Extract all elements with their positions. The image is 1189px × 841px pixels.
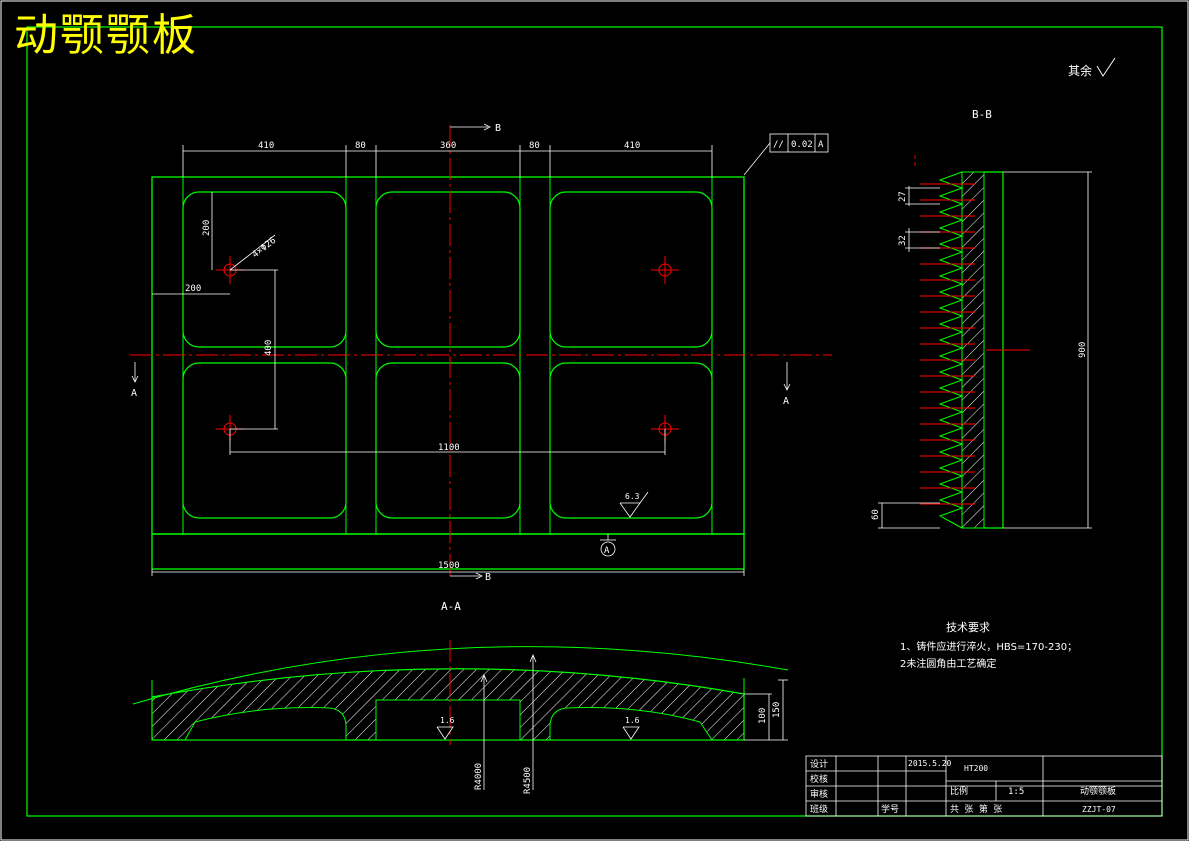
section-mark-a-right: A: [783, 396, 789, 407]
section-aa-view: A-A 100 150 R4000 R4500 1.6 1: [132, 600, 789, 794]
tech-req-line1: 1、铸件应进行淬火，HBS=170-230；: [900, 640, 1077, 653]
technical-requirements: 技术要求 1、铸件应进行淬火，HBS=170-230； 2未注圆角由工艺确定: [900, 621, 1077, 670]
tb-class-label: 班级: [810, 803, 828, 815]
tb-student-no-label: 学号: [881, 803, 899, 815]
tb-part-name: 动颚颚板: [1080, 785, 1116, 797]
roughness-right: 1.6: [625, 716, 640, 725]
dim-bb-27: 27: [898, 191, 908, 202]
dim-v-400: 400: [264, 340, 274, 356]
title-block: [805, 755, 1163, 817]
datum-label: A: [604, 546, 610, 556]
roughness-main: 6.3: [625, 492, 640, 501]
dim-top-80-right: 80: [529, 141, 540, 151]
tb-design-label: 设计: [810, 758, 828, 770]
tech-req-line2: 2未注圆角由工艺确定: [900, 657, 996, 670]
dim-top-410-left: 410: [258, 141, 274, 151]
tolerance-symbol: //: [773, 140, 784, 150]
tb-sheet-text: 共 张 第 张: [950, 803, 1002, 815]
hole-marks: [216, 256, 679, 443]
front-view: 410 80 360 80 410 200 200 4×Φ26 400 1100…: [130, 123, 832, 583]
view-aa-label: A-A: [441, 600, 461, 613]
dim-aa-r4500: R4500: [523, 767, 533, 794]
tolerance-frame: [743, 133, 829, 176]
dim-h-1100: 1100: [438, 443, 460, 453]
section-mark-b-top: B: [495, 123, 501, 134]
inner-frame: [26, 26, 1163, 817]
view-bb-label: B-B: [972, 108, 992, 121]
tolerance-datum: A: [818, 140, 824, 150]
dim-bb-60: 60: [871, 509, 881, 520]
tb-check-label: 校核: [810, 773, 828, 785]
section-mark-b-bottom: B: [485, 572, 491, 583]
tb-scale-label: 比例: [950, 785, 968, 797]
dim-h-1500: 1500: [438, 561, 460, 571]
tech-req-heading: 技术要求: [946, 621, 990, 634]
surface-note: 其余: [1068, 63, 1092, 78]
roughness-main-icon: [619, 491, 649, 518]
roughness-right-icon: [622, 726, 640, 740]
hole-callout: 4×Φ26: [251, 236, 279, 261]
dim-aa-150: 150: [772, 702, 782, 718]
tb-scale-value: 1:5: [1008, 787, 1024, 797]
dim-aa-r4000: R4000: [474, 763, 484, 790]
section-mark-a-left: A: [131, 388, 137, 399]
tb-review-label: 审核: [810, 788, 828, 800]
dim-bb-900: 900: [1078, 342, 1088, 358]
dim-top-410-right: 410: [624, 141, 640, 151]
page-title: 动颚颚板: [14, 10, 198, 61]
dim-v-200: 200: [202, 220, 212, 236]
dim-aa-100: 100: [758, 708, 768, 724]
tb-design-date: 2015.5.20: [908, 759, 952, 768]
roughness-left: 1.6: [440, 716, 455, 725]
roughness-symbol-icon: [1096, 57, 1116, 77]
dim-bb-32: 32: [898, 235, 908, 246]
dim-h-200: 200: [185, 284, 201, 294]
tolerance-value: 0.02: [791, 140, 813, 150]
tb-drawing-no: ZZJT-07: [1082, 805, 1116, 814]
tb-material: HT200: [964, 764, 988, 773]
dim-top-360: 360: [440, 141, 456, 151]
dim-top-80-left: 80: [355, 141, 366, 151]
plate-base: [151, 533, 745, 570]
roughness-left-icon: [436, 726, 454, 740]
section-bb-view: B-B: [871, 108, 1092, 529]
